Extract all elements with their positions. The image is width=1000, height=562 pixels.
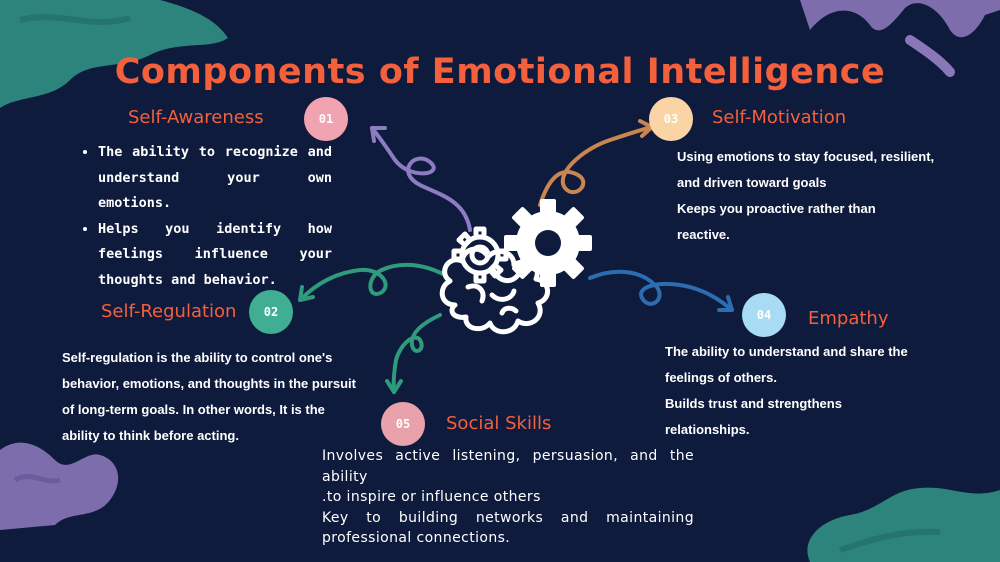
page-title: Components of Emotional Intelligence [114, 52, 886, 92]
empathy-number-badge: 04 [742, 293, 786, 337]
purple-brush-bottom-left [0, 442, 119, 530]
self-motivation-heading: Self-Motivation [712, 107, 847, 128]
self-motivation-number-badge: 03 [649, 97, 693, 141]
self-awareness-bullet: The ability to recognize and understand … [98, 140, 332, 217]
big-gear-icon [504, 199, 592, 287]
social-skills-line: professional connections. [322, 530, 511, 546]
self-regulation-heading: Self-Regulation [101, 301, 237, 322]
self-regulation-line: Self-regulation is the ability to contro… [62, 350, 333, 365]
arrow-to-self-awareness [370, 126, 472, 232]
empathy-line: Builds trust and strengthens [665, 396, 842, 411]
self-regulation-description: Self-regulation is the ability to contro… [62, 345, 382, 449]
arrow-to-social-skills [385, 313, 442, 394]
arrow-to-self-motivation [538, 119, 654, 207]
empathy-heading: Empathy [808, 308, 889, 329]
purple-brush-top-right [800, 0, 1000, 77]
self-awareness-number-badge: 01 [304, 97, 348, 141]
brain-with-gears-icon [439, 199, 592, 335]
self-motivation-line: reactive. [677, 227, 730, 242]
social-skills-number-badge: 05 [381, 402, 425, 446]
social-skills-heading: Social Skills [446, 413, 552, 434]
self-awareness-description: The ability to recognize and understand … [80, 140, 332, 293]
self-awareness-bullet: Helps you identify how feelings influenc… [98, 217, 332, 294]
self-awareness-heading: Self-Awareness [128, 107, 264, 128]
empathy-line: feelings of others. [665, 370, 777, 385]
self-motivation-line: Using emotions to stay focused, resilien… [677, 149, 935, 164]
self-motivation-description: Using emotions to stay focused, resilien… [677, 144, 977, 248]
self-regulation-number-badge: 02 [249, 290, 293, 334]
teal-brush-bottom-right [807, 487, 1000, 562]
social-skills-line: .to inspire or influence others [322, 489, 541, 505]
arrow-to-self-regulation [298, 262, 447, 302]
arrow-to-empathy [588, 269, 734, 312]
social-skills-line: Involves active listening, persuasion, a… [322, 448, 694, 485]
self-regulation-line: ability to think before acting. [62, 428, 239, 443]
self-regulation-line: of long-term goals. In other words, It i… [62, 402, 325, 417]
self-motivation-line: Keeps you proactive rather than [677, 201, 876, 216]
teal-brush-top-left [0, 0, 228, 108]
self-motivation-line: and driven toward goals [677, 175, 827, 190]
empathy-line: relationships. [665, 422, 750, 437]
self-regulation-line: behavior, emotions, and thoughts in the … [62, 376, 356, 391]
empathy-description: The ability to understand and share the … [665, 339, 965, 443]
social-skills-description: Involves active listening, persuasion, a… [322, 446, 694, 549]
social-skills-line: Key to building networks and maintaining [322, 509, 694, 526]
empathy-line: The ability to understand and share the [665, 344, 908, 359]
